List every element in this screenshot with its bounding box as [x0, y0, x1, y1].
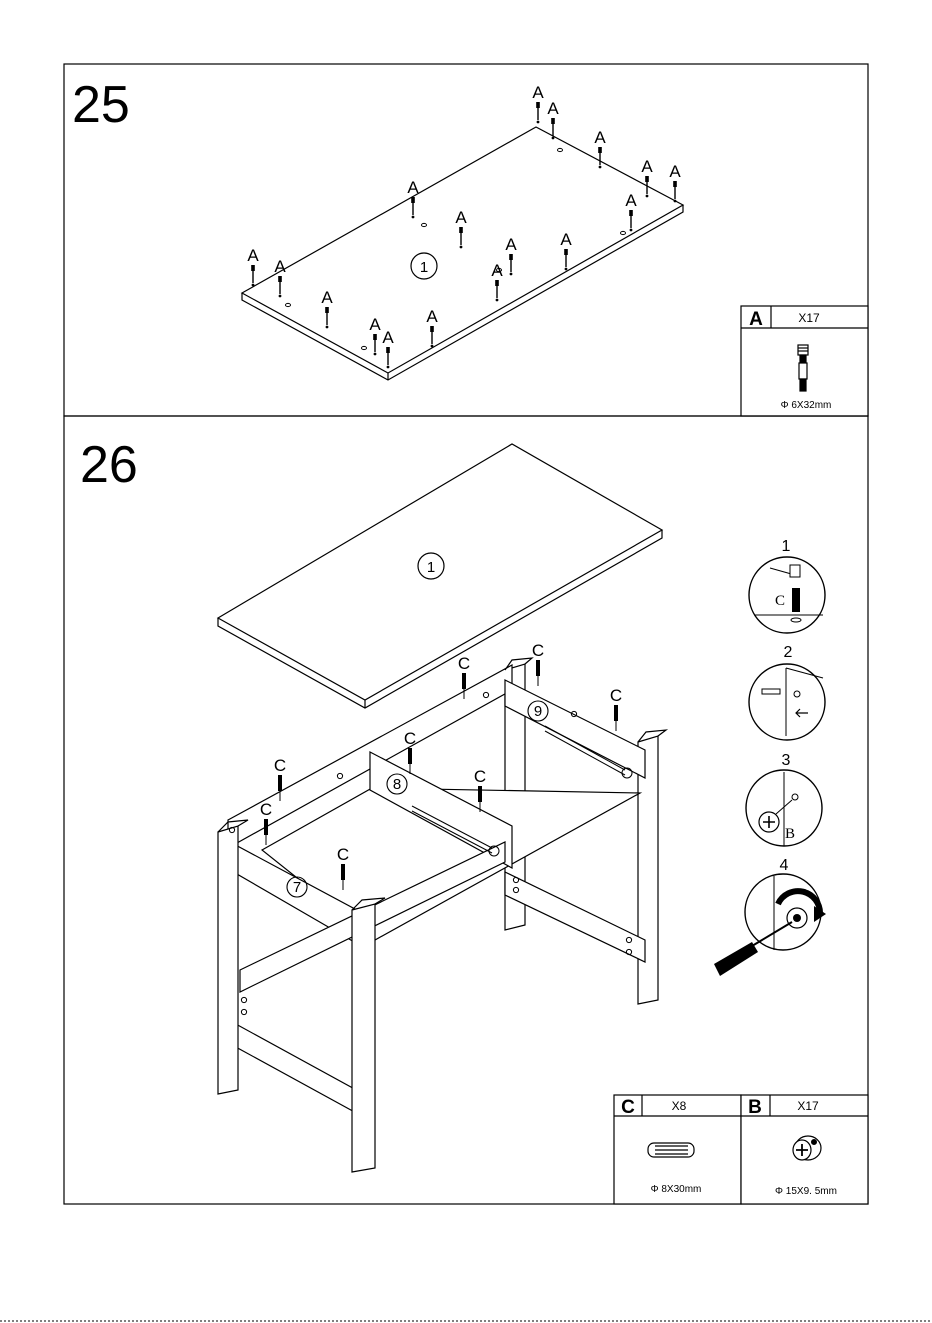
hardware-c-size: Φ 8X30mm [651, 1184, 702, 1195]
detail-steps: 1 C 2 3 B 4 [714, 538, 826, 976]
part-number-8: 8 [393, 776, 401, 793]
step-26-number: 26 [80, 436, 138, 494]
hardware-c-letter: C [621, 1097, 635, 1118]
part-number-1: 1 [420, 259, 428, 276]
step-25-number: 25 [72, 76, 130, 134]
step-25-panel: 25 1 [64, 64, 868, 416]
detail-1-number: 1 [782, 538, 791, 555]
hardware-b-size: Φ 15X9. 5mm [775, 1186, 837, 1197]
step-26-panel: 26 1 [64, 416, 868, 1204]
detail-1-tag: C [775, 593, 785, 609]
hardware-b-letter: B [748, 1097, 762, 1118]
part-number-7: 7 [293, 879, 301, 896]
hardware-c-qty: X8 [672, 1099, 687, 1113]
hardware-box-c: C X8 Φ 8X30mm [614, 1095, 741, 1204]
detail-3-number: 3 [782, 752, 791, 769]
hardware-a-qty: X17 [798, 311, 820, 325]
hardware-a-size: Φ 6X32mm [781, 400, 832, 411]
hardware-box-b: B X17 Φ 15X9. 5mm [741, 1095, 868, 1204]
hardware-a-letter: A [749, 309, 763, 330]
detail-3-tag: B [785, 826, 795, 842]
hardware-b-qty: X17 [797, 1099, 819, 1113]
desk-frame [218, 658, 666, 1172]
hardware-box-a: A X17 Φ 6X32mm [741, 306, 868, 416]
detail-4-number: 4 [780, 857, 789, 874]
wood-dowel-icon [648, 1143, 694, 1157]
desktop-panel-step25 [242, 127, 683, 380]
part-number-1-top: 1 [427, 559, 435, 576]
cam-bolt-icon [798, 345, 808, 391]
detail-2-number: 2 [784, 644, 793, 661]
part-number-9: 9 [534, 703, 542, 720]
